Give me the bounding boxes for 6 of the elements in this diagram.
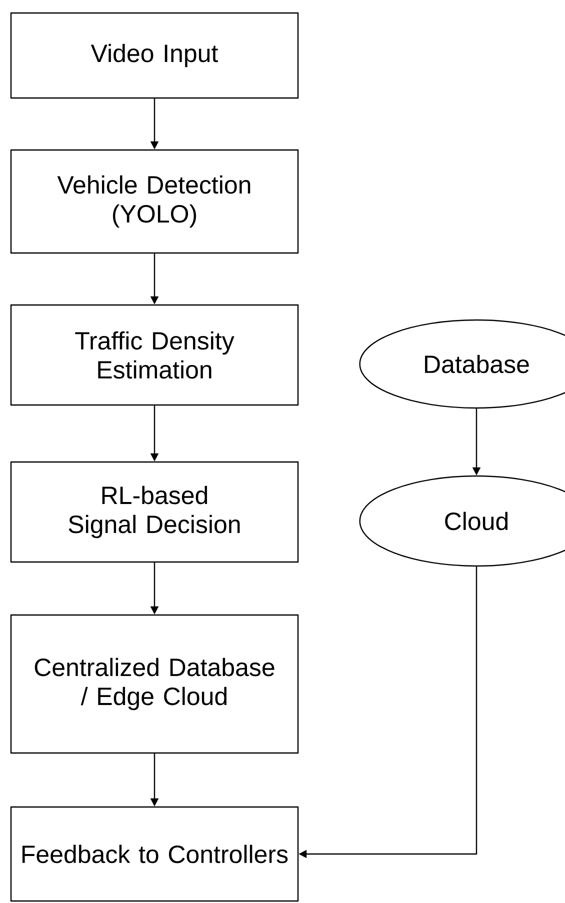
process-box: Feedback to Controllers (10, 806, 299, 902)
process-box: Video Input (10, 12, 299, 99)
process-box: Traffic Density Estimation (10, 304, 299, 406)
process-box: Vehicle Detection (YOLO) (10, 149, 299, 254)
process-box: Centralized Database / Edge Cloud (10, 614, 299, 754)
process-box: RL-based Signal Decision (10, 461, 299, 563)
